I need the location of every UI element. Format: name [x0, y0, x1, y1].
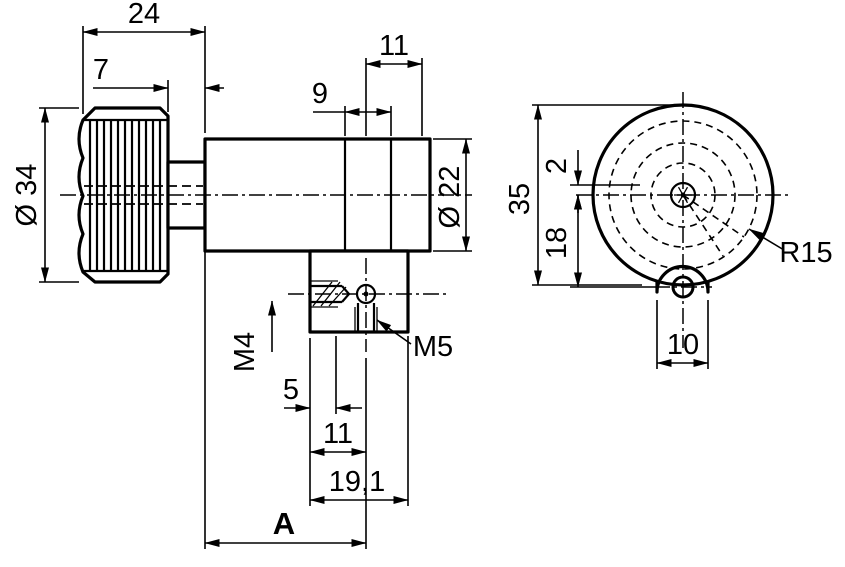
- dim-2-label: 2: [541, 158, 573, 174]
- m4-label: M4: [229, 332, 261, 372]
- knurl-texture: [88, 121, 162, 271]
- dim-a-label: A: [273, 506, 295, 541]
- dim-24-label: 24: [128, 0, 160, 30]
- side-view: 24 7 Ø 34 9 11: [11, 0, 472, 549]
- knob-bore-hidden-lines: [84, 185, 203, 205]
- dim-dia34-label: Ø 34: [11, 164, 43, 227]
- dim-5: 5: [283, 336, 362, 506]
- dim-groove-9: 9: [312, 78, 392, 136]
- dim-18-label: 18: [541, 227, 573, 259]
- callout-m4: M4: [229, 300, 276, 372]
- dim-5-label: 5: [283, 374, 299, 406]
- dim-9-label: 9: [312, 78, 328, 110]
- dim-outer-diameter: 35: [504, 104, 686, 286]
- dim-screw-position: 11: [309, 358, 367, 549]
- dim-hub-width: 7: [93, 54, 224, 112]
- dim-lug-width: 10: [656, 300, 709, 369]
- dim-r15-label: R15: [779, 237, 832, 269]
- callout-r15: R15: [748, 228, 833, 269]
- front-view: 35 2 18 R15 10: [504, 92, 833, 369]
- dim-knob-width: 24: [82, 0, 206, 133]
- dim-clamp-length: 19,1: [309, 336, 409, 506]
- dim-dia22-label: Ø 22: [434, 166, 466, 229]
- dim-11-top-label: 11: [379, 30, 409, 62]
- callout-m5: M5: [376, 319, 453, 363]
- dim-10-label: 10: [667, 329, 699, 361]
- dim-body-diameter: Ø 22: [433, 138, 472, 252]
- dim-35-label: 35: [504, 183, 536, 215]
- dim-19-1-label: 19,1: [329, 466, 385, 498]
- dim-7-label: 7: [93, 54, 109, 86]
- m5-label: M5: [413, 331, 453, 363]
- dim-11-bottom-label: 11: [323, 418, 353, 450]
- dim-lug-distance: 18: [541, 194, 654, 288]
- dim-knob-diameter: Ø 34: [11, 107, 79, 283]
- dim-overall-a: A: [204, 234, 367, 549]
- dim-groove-11: 11: [365, 30, 423, 136]
